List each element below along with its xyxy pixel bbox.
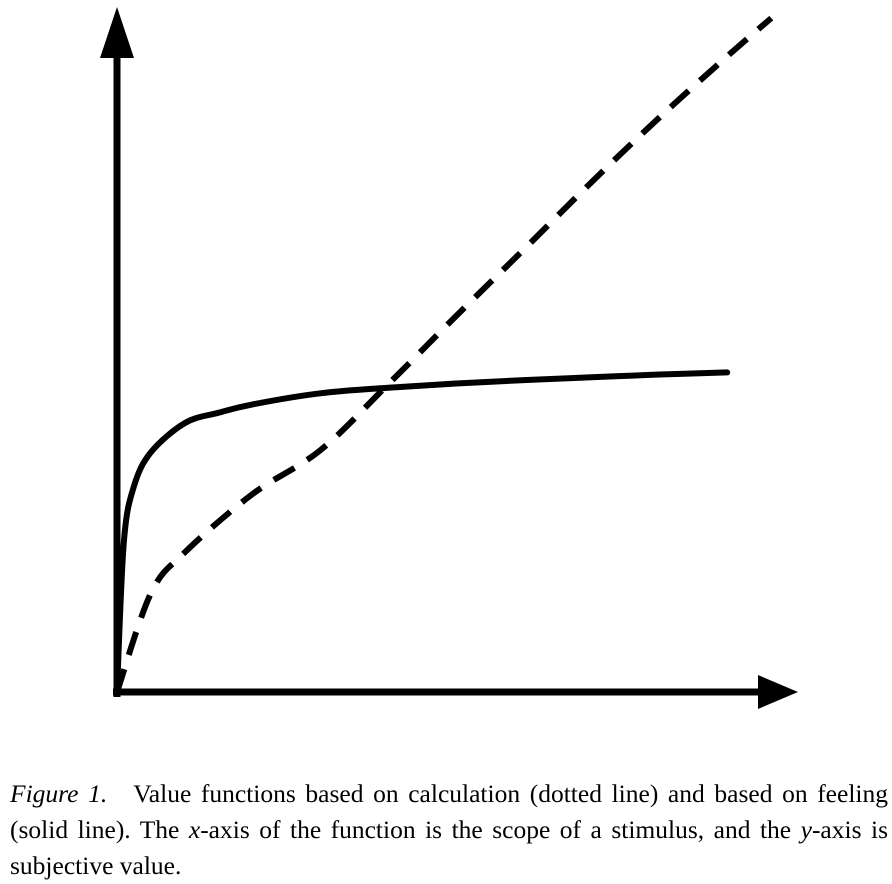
caption-label: Figure 1. xyxy=(10,778,108,808)
caption-x-variable: x xyxy=(188,814,201,844)
figure-caption: Figure 1.Value functions based on calcul… xyxy=(10,776,888,884)
y-axis-arrowhead xyxy=(100,7,134,58)
figure: Figure 1.Value functions based on calcul… xyxy=(10,7,888,880)
value-functions-chart xyxy=(100,7,798,709)
solid-series-line xyxy=(114,369,731,695)
caption-text-2: -axis of the function is the scope of a … xyxy=(200,814,801,844)
dashed-series-line xyxy=(114,15,774,693)
caption-text-1: Value functions based on calculation (do… xyxy=(10,778,888,844)
x-axis-arrowhead xyxy=(758,675,798,709)
caption-y-variable: y xyxy=(800,814,812,844)
